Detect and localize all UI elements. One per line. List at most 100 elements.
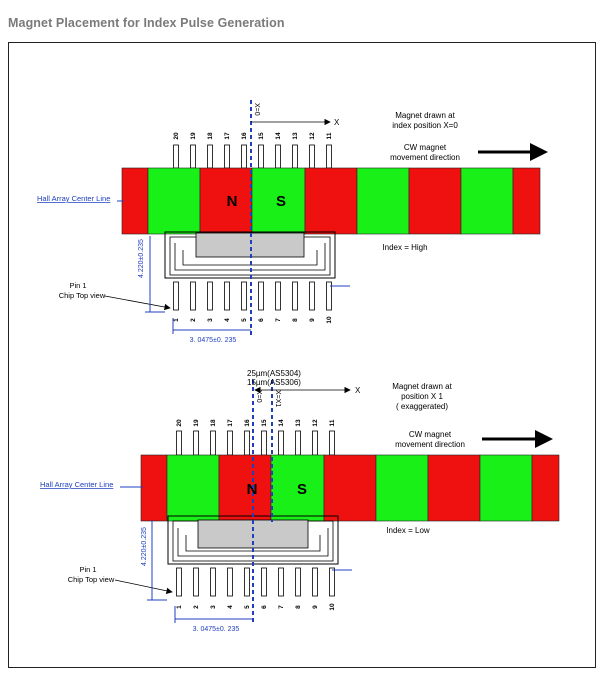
pin-16 — [241, 144, 247, 169]
pin-number-10: 10 — [326, 316, 333, 324]
top-pin-row — [176, 430, 335, 456]
pin-3 — [210, 567, 216, 597]
pin-20 — [176, 430, 182, 456]
pin-12 — [312, 430, 318, 456]
pin1-label: Pin 1 — [79, 565, 96, 574]
pin-14 — [278, 430, 284, 456]
pin1-label: Pin 1 — [69, 281, 86, 290]
pin-2 — [193, 567, 199, 597]
magnet-strip — [121, 167, 541, 235]
pin-10 — [329, 567, 335, 597]
pin-13 — [292, 144, 298, 169]
pin-12 — [309, 144, 315, 169]
pin-number-18: 18 — [210, 419, 217, 427]
pin-number-15: 15 — [261, 419, 268, 427]
pin-19 — [193, 430, 199, 456]
pin-14 — [275, 144, 281, 169]
pin-number-19: 19 — [193, 419, 200, 427]
note-line-1: Magnet drawn at — [392, 382, 452, 391]
pin-number-13: 13 — [292, 132, 299, 140]
pin-number-5: 5 — [244, 605, 251, 609]
pin-number-2: 2 — [190, 318, 197, 322]
magnet-segment-1 — [140, 454, 168, 522]
magnet-segment-7 — [427, 454, 481, 522]
magnet-segment-2 — [166, 454, 220, 522]
pin-number-16: 16 — [244, 419, 251, 427]
pin-number-15: 15 — [258, 132, 265, 140]
pin-number-17: 17 — [224, 132, 231, 140]
hall-array-center-line-label: Hall Array Center Line — [37, 194, 110, 203]
pole-s-label: S — [297, 481, 307, 498]
pin-number-7: 7 — [275, 318, 282, 322]
pin-number-16: 16 — [241, 132, 248, 140]
pin-number-6: 6 — [258, 318, 265, 322]
magnet-segment-3 — [218, 454, 272, 522]
pole-n-label: N — [227, 193, 238, 210]
pin-6 — [261, 567, 267, 597]
pin-5 — [244, 567, 250, 597]
page-title: Magnet Placement for Index Pulse Generat… — [8, 16, 285, 30]
x-axis-label: X — [334, 118, 340, 127]
index-label: Index = High — [382, 243, 427, 252]
x-zero-label: X=0 — [253, 103, 260, 116]
magnet-segment-6 — [356, 167, 410, 235]
pin-number-8: 8 — [295, 605, 302, 609]
pin-19 — [190, 144, 196, 169]
pin-number-19: 19 — [190, 132, 197, 140]
pin-17 — [224, 144, 230, 169]
note-line-1: Magnet drawn at — [395, 111, 455, 120]
pin-number-4: 4 — [224, 318, 231, 322]
pole-n-label: N — [247, 481, 258, 498]
magnet-segment-9 — [531, 454, 560, 522]
pin-5 — [241, 281, 247, 311]
magnet-segment-5 — [304, 167, 358, 235]
magnet-segment-1 — [121, 167, 149, 235]
pin1-arrow — [114, 579, 173, 594]
pole-s-label: S — [276, 193, 286, 210]
pin-number-18: 18 — [207, 132, 214, 140]
offset-line-1: 25µm(AS5304) — [247, 369, 301, 378]
pin-number-1: 1 — [173, 318, 180, 322]
pin-11 — [326, 144, 332, 169]
pin-number-20: 20 — [176, 419, 183, 427]
pin-number-2: 2 — [193, 605, 200, 609]
chip-top-view-label: Chip Top view — [68, 575, 115, 584]
pin-number-8: 8 — [292, 318, 299, 322]
horizontal-dimension: 3. 0475±0. 235 — [190, 337, 237, 344]
pin-4 — [227, 567, 233, 597]
bottom-pin-row — [176, 567, 335, 597]
pin-number-12: 12 — [312, 419, 319, 427]
magnet-segment-7 — [408, 167, 462, 235]
pin-7 — [278, 567, 284, 597]
pin-7 — [275, 281, 281, 311]
pin-17 — [227, 430, 233, 456]
pin-4 — [224, 281, 230, 311]
index-label: Index = Low — [386, 526, 430, 535]
pin-number-1: 1 — [176, 605, 183, 609]
magnet-segment-4 — [251, 167, 306, 235]
pin-number-13: 13 — [295, 419, 302, 427]
pin-1 — [173, 281, 179, 311]
pin-number-4: 4 — [227, 605, 234, 609]
pin-9 — [312, 567, 318, 597]
pin-number-9: 9 — [309, 318, 316, 322]
direction-line-1: CW magnet — [409, 430, 452, 439]
direction-line-2: movement direction — [390, 153, 460, 162]
pin-number-11: 11 — [329, 419, 336, 426]
pin-6 — [258, 281, 264, 311]
pin-16 — [244, 430, 250, 456]
offset-line-2: 15µm(AS5306) — [247, 378, 301, 387]
magnet-segment-6 — [375, 454, 429, 522]
pin-number-14: 14 — [275, 132, 282, 140]
pin-20 — [173, 144, 179, 169]
top-pin-row — [173, 144, 332, 169]
bottom-pin-row — [173, 281, 332, 311]
magnet-segment-8 — [460, 167, 514, 235]
hall-array-center-line-label: Hall Array Center Line — [40, 480, 113, 489]
pin-number-9: 9 — [312, 605, 319, 609]
x-zero-label: X=0 — [255, 390, 262, 403]
